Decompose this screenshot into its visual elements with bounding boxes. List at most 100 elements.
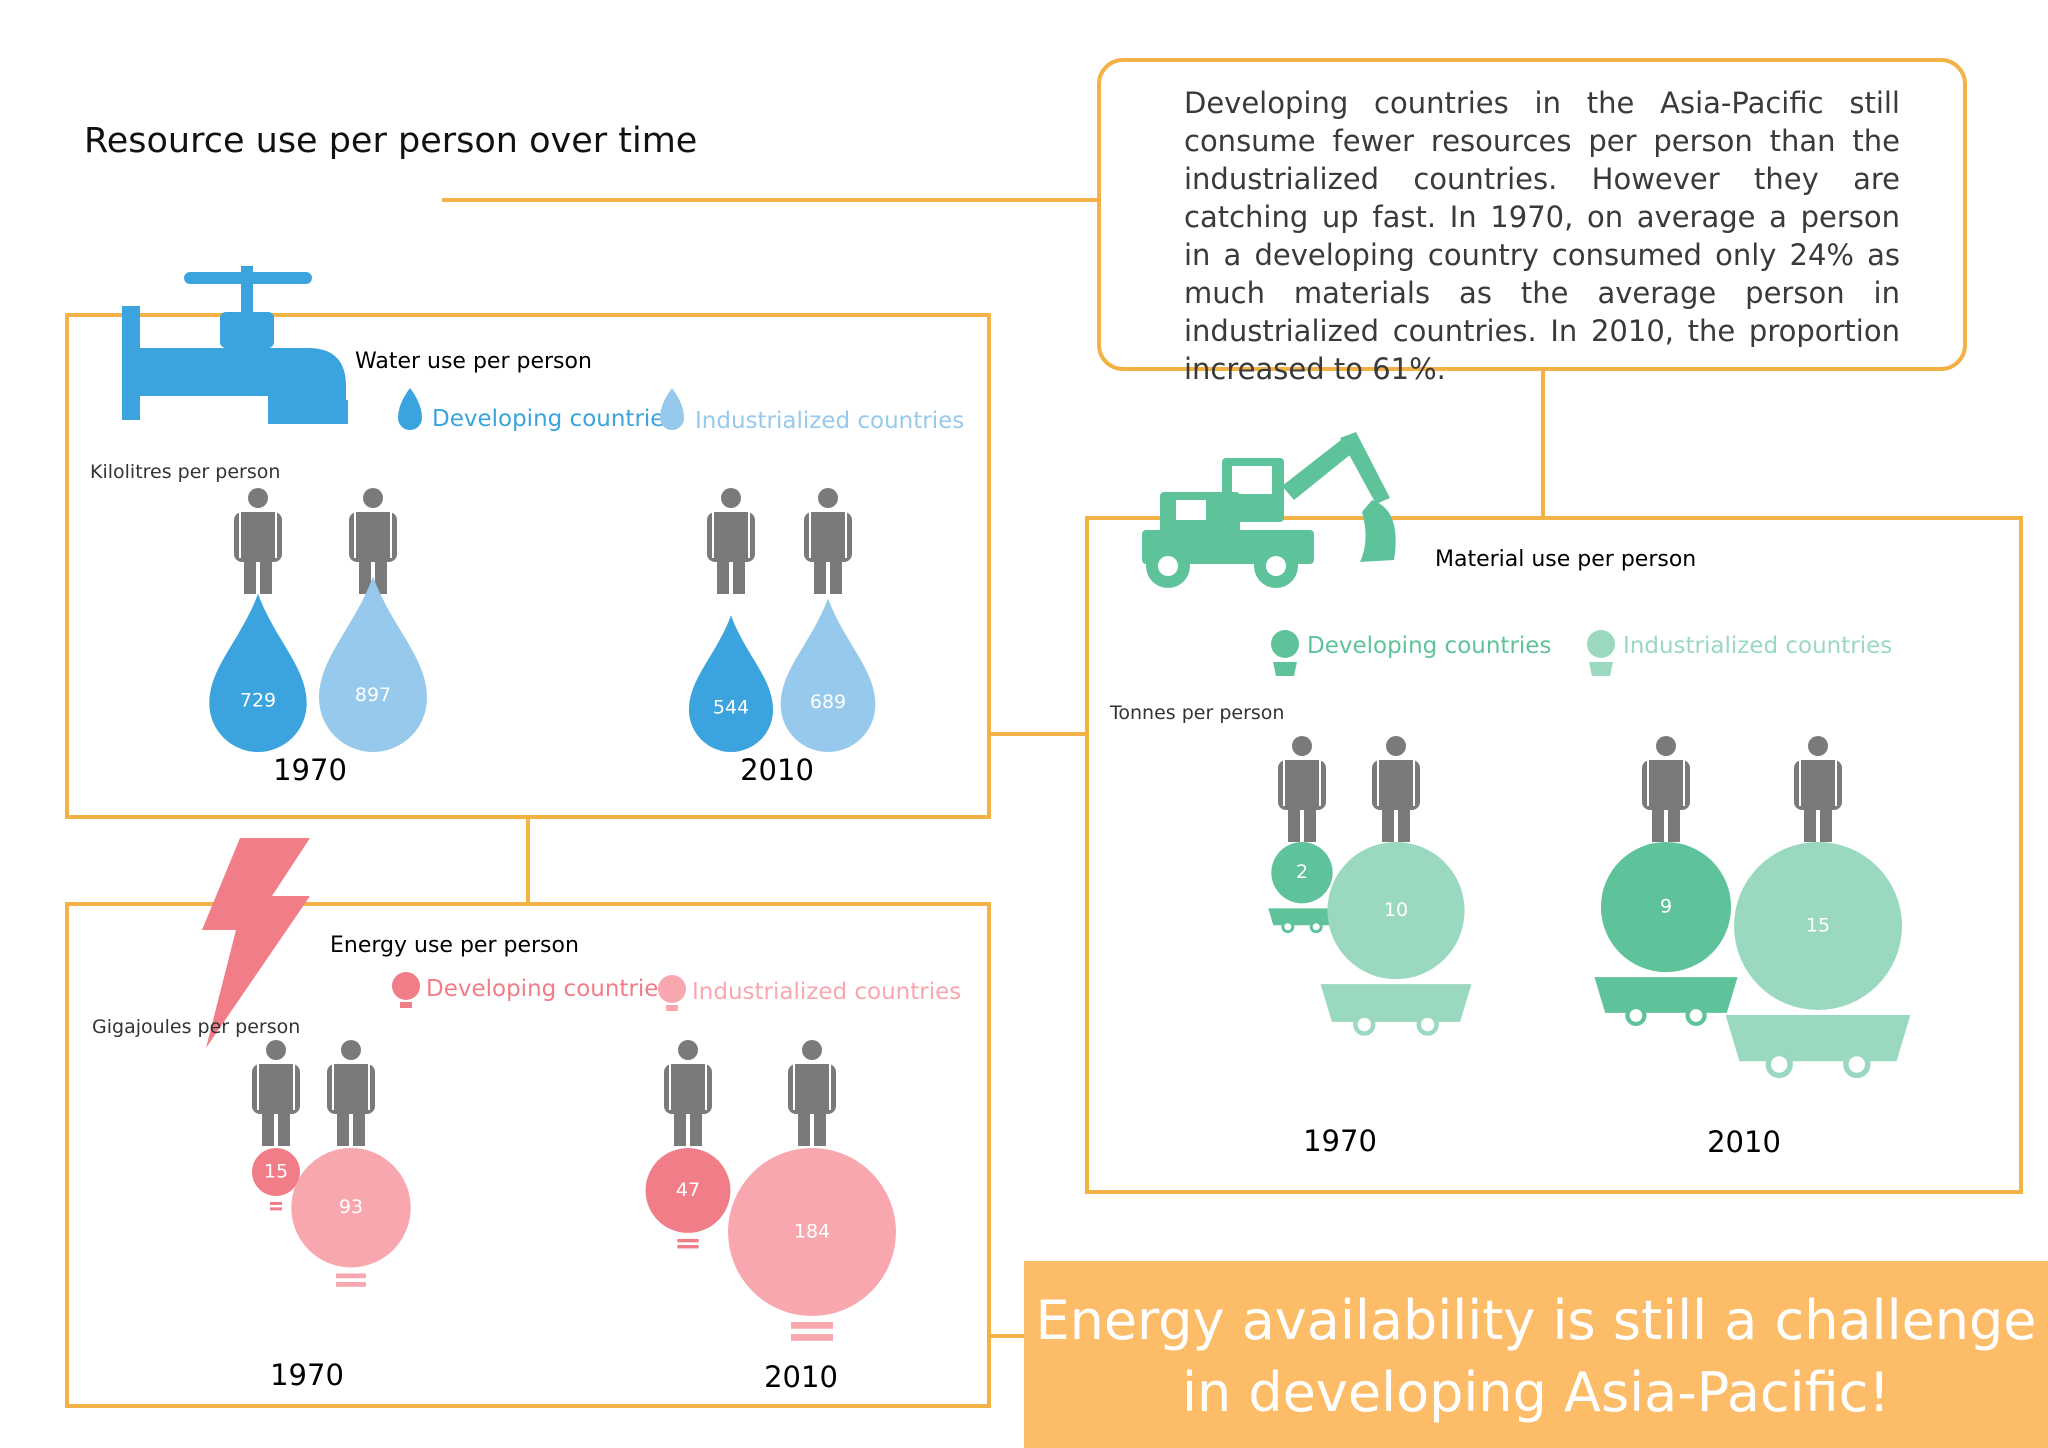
energy-value-2010-developing: 47: [676, 1179, 700, 1201]
person-head: [363, 488, 383, 508]
person-arm-gap: [669, 1064, 671, 1110]
person-arm-gap: [1413, 760, 1415, 806]
water-year-label-2010: 2010: [740, 753, 814, 787]
person-leg: [1820, 802, 1832, 842]
material-legend-industrialized: Industrialized countries: [1623, 633, 1892, 659]
energy-value-1970-industrialized: 93: [339, 1196, 363, 1218]
energy-ylabel: Gigajoules per person: [92, 1016, 300, 1038]
light-bulb-icon: [392, 972, 420, 1000]
material-legend: Developing countries Industrialized coun…: [1271, 630, 1892, 676]
person-icon: [349, 488, 397, 594]
person-leg: [1668, 802, 1680, 842]
person-leg: [1304, 802, 1316, 842]
person-leg: [359, 554, 371, 594]
water-legend-developing: Developing countries: [432, 406, 676, 432]
person-icon: [252, 1040, 300, 1146]
person-arm-gap: [332, 1064, 334, 1110]
person-icon: [1278, 736, 1326, 842]
energy-chart-title: Energy use per person: [330, 933, 579, 958]
person-arm-gap: [1377, 760, 1379, 806]
page-title: Resource use per person over time: [84, 121, 697, 161]
water-value-2010-industrialized: 689: [810, 691, 846, 713]
bulb-base: [270, 1201, 282, 1205]
person-body: [804, 512, 852, 562]
bulb-base: [791, 1334, 833, 1341]
bulb-base: [677, 1245, 699, 1249]
water-drop-1970-industrialized: [319, 576, 427, 752]
person-leg: [1398, 802, 1410, 842]
material-chart-title: Material use per person: [1435, 547, 1696, 572]
energy-value-1970-developing: 15: [264, 1160, 288, 1182]
bulb-base: [791, 1322, 833, 1329]
water-value-1970-industrialized: 897: [355, 684, 391, 706]
person-arm-gap: [354, 512, 356, 558]
material-panel: [1085, 516, 2023, 1194]
person-arm-gap: [793, 1064, 795, 1110]
person-arm-gap: [1319, 760, 1321, 806]
cart-wheel: [1281, 920, 1295, 934]
water-legend-industrialized: Industrialized countries: [695, 408, 964, 434]
material-boulder-2010-developing: [1600, 842, 1732, 973]
person-icon: [1794, 736, 1842, 842]
water-value-2010-developing: 544: [713, 696, 749, 718]
panel-frames: [65, 58, 2023, 1408]
person-arm-gap: [829, 1064, 831, 1110]
mine-cart-icon: [1268, 908, 1336, 926]
bulb-base: [270, 1207, 282, 1211]
water-year-label-1970: 1970: [273, 753, 347, 787]
energy-legend-industrialized: Industrialized countries: [692, 979, 961, 1005]
person-arm-gap: [257, 1064, 259, 1110]
person-icon: [1642, 736, 1690, 842]
person-leg: [798, 1106, 810, 1146]
person-icon: [1372, 736, 1420, 842]
person-icon: [664, 1040, 712, 1146]
person-leg: [717, 554, 729, 594]
person-arm-gap: [1283, 760, 1285, 806]
mine-cart-icon: [1725, 1015, 1911, 1062]
person-arm-gap: [845, 512, 847, 558]
energy-bulb-2010-developing: [645, 1148, 731, 1233]
material-value-1970-developing: 2: [1296, 861, 1308, 883]
person-arm-gap: [1683, 760, 1685, 806]
energy-legend: Developing countries Industrialized coun…: [392, 972, 961, 1011]
person-head: [248, 488, 268, 508]
material-boulder-2010-industrialized: [1734, 842, 1902, 1010]
water-drop-1970-developing: [209, 593, 307, 752]
material-legend-developing: Developing countries: [1307, 633, 1551, 659]
person-body: [234, 512, 282, 562]
person-leg: [260, 554, 272, 594]
person-arm-gap: [368, 1064, 370, 1110]
energy-year-label-1970: 1970: [270, 1358, 344, 1392]
person-leg: [353, 1106, 365, 1146]
person-head: [341, 1040, 361, 1060]
person-arm-gap: [712, 512, 714, 558]
person-leg: [830, 554, 842, 594]
energy-banner: Energy availability is still a challenge…: [1024, 1261, 2048, 1448]
material-value-2010-industrialized: 15: [1806, 915, 1830, 937]
person-icon: [234, 488, 282, 594]
person-leg: [262, 1106, 274, 1146]
person-leg: [674, 1106, 686, 1146]
water-drop-icon: [398, 388, 422, 430]
mine-cart-icon: [1273, 662, 1297, 676]
water-ylabel: Kilolitres per person: [90, 461, 280, 483]
person-leg: [278, 1106, 290, 1146]
person-leg: [733, 554, 745, 594]
energy-legend-developing: Developing countries: [426, 976, 670, 1002]
mine-cart-icon: [1320, 984, 1472, 1022]
lightning-bolt-icon: [202, 838, 310, 1048]
energy-year-label-2010: 2010: [764, 1360, 838, 1394]
bulb-base: [336, 1282, 366, 1287]
person-leg: [690, 1106, 702, 1146]
bulb-base: [677, 1238, 699, 1243]
person-head: [1808, 736, 1828, 756]
person-head: [802, 1040, 822, 1060]
person-body: [707, 512, 755, 562]
energy-bulb-2010-industrialized: [728, 1148, 896, 1316]
person-body: [327, 1064, 375, 1114]
cart-wheel: [1843, 1050, 1871, 1079]
person-icon: [788, 1040, 836, 1146]
person-leg: [814, 554, 826, 594]
person-body: [252, 1064, 300, 1114]
